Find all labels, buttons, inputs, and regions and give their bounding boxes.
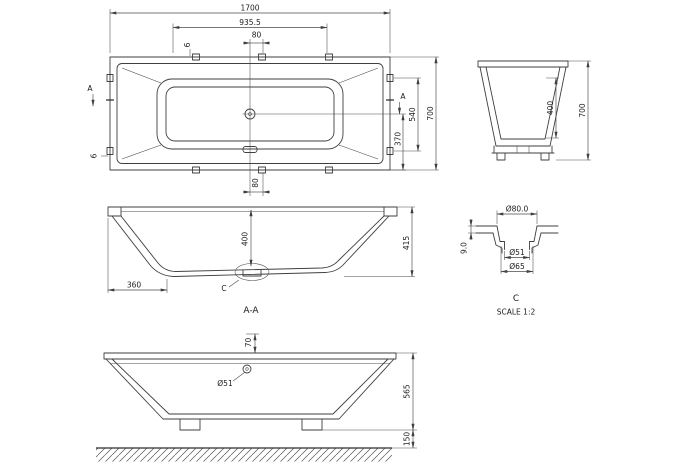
section-inner-surface bbox=[120, 215, 385, 272]
end-drain-fitting bbox=[516, 145, 530, 154]
elevation-view: Ø51 70 565 150 bbox=[96, 333, 417, 462]
drain-crosshair bbox=[242, 106, 258, 122]
detail-dim-80-text: Ø80.0 bbox=[506, 205, 529, 214]
detail-dim-9-text: 9.0 bbox=[460, 242, 469, 254]
detail-dim-51-text: Ø51 bbox=[509, 248, 525, 257]
detail-callout-circle bbox=[234, 263, 270, 281]
section-aa-view: 400 415 360 C A-A bbox=[107, 206, 415, 316]
section-outer-surface bbox=[111, 215, 390, 277]
dim-700-extensions bbox=[390, 56, 439, 171]
section-marker-a-right-text: A bbox=[400, 92, 406, 101]
end-foot-left bbox=[496, 152, 506, 161]
end-dim-400-text: 400 bbox=[546, 101, 555, 116]
elevation-drain-center bbox=[245, 367, 249, 371]
section-dim-400-text: 400 bbox=[241, 232, 250, 247]
dim-6-left-text: 6 bbox=[90, 153, 99, 158]
dim-80-bottom-text: 80 bbox=[251, 178, 260, 188]
section-dim-415-text: 415 bbox=[402, 236, 411, 251]
dim-935-text: 935.5 bbox=[239, 18, 261, 27]
basin-corner-lines bbox=[121, 67, 379, 160]
dim-370-text: 370 bbox=[394, 132, 403, 147]
end-rim bbox=[477, 60, 569, 68]
elevation-foot-right bbox=[301, 418, 323, 431]
section-caption: A-A bbox=[243, 306, 259, 316]
detail-callout-leader bbox=[228, 279, 240, 288]
dim-700-text: 700 bbox=[426, 106, 435, 121]
elevation-dim-565-text: 565 bbox=[403, 384, 412, 399]
detail-scale-label: SCALE 1:2 bbox=[497, 308, 536, 317]
detail-dim-65-text: Ø65 bbox=[509, 262, 525, 271]
ground-hatch bbox=[96, 448, 392, 462]
centerlines bbox=[249, 39, 406, 196]
detail-callout-text: C bbox=[221, 284, 226, 293]
section-marker-a-left-text: A bbox=[87, 84, 93, 93]
end-view: 400 700 bbox=[477, 60, 591, 161]
plan-view: 1700 935.5 80 6 6 80 370 540 700 bbox=[87, 4, 439, 196]
detail-recess-outer bbox=[492, 232, 542, 254]
dim-6-top-text: 6 bbox=[183, 42, 192, 47]
elevation-drain-dia-text: Ø51 bbox=[217, 379, 233, 388]
end-foot-right bbox=[540, 152, 550, 161]
elevation-inner-wall bbox=[111, 358, 389, 415]
end-dim-700-text: 700 bbox=[578, 103, 587, 118]
dim-540-text: 540 bbox=[408, 107, 417, 122]
dim-1700-extensions bbox=[109, 9, 391, 53]
elevation-rim bbox=[103, 352, 397, 360]
detail-recess-inner bbox=[496, 225, 538, 250]
detail-c-view: Ø80.0 Ø51 Ø65 9.0 C SCALE 1:2 bbox=[460, 205, 559, 317]
elevation-drain-hole bbox=[242, 364, 252, 374]
section-dim-360-text: 360 bbox=[127, 281, 142, 290]
dim-1700-text: 1700 bbox=[240, 4, 259, 13]
mounting-tick-marks bbox=[106, 53, 394, 174]
elevation-dim-150-text: 150 bbox=[403, 432, 412, 447]
detail-caption: C bbox=[513, 294, 519, 304]
elevation-drain-leader bbox=[232, 372, 245, 382]
elevation-outer-wall bbox=[105, 358, 395, 420]
elevation-dim-70-text: 70 bbox=[244, 338, 253, 348]
detail-dim-9-extensions bbox=[468, 225, 476, 234]
dim-80-top-text: 80 bbox=[252, 31, 262, 40]
end-base-frame bbox=[491, 145, 555, 154]
elevation-foot-left bbox=[179, 418, 201, 431]
detail-bottom-surfaces bbox=[475, 225, 559, 234]
detail-dim-65-extensions bbox=[500, 246, 534, 274]
section-drain-recess bbox=[242, 269, 262, 277]
